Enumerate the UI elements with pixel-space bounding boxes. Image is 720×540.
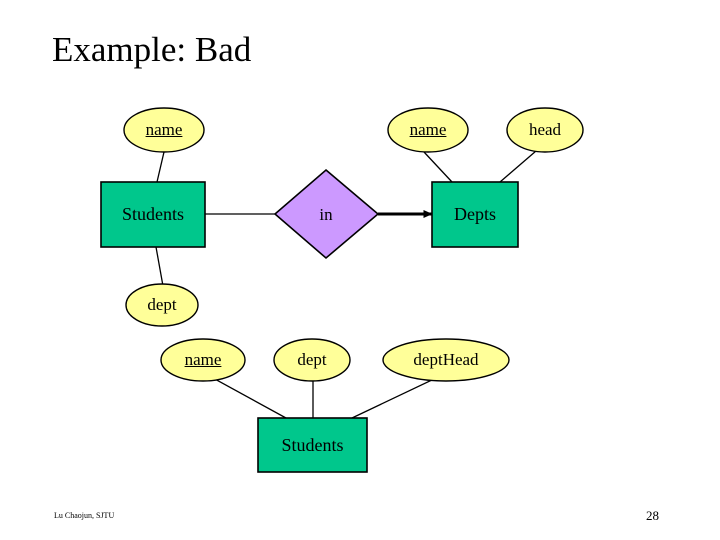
edge-bottom-name-to-students [212,377,287,419]
entity-depts[interactable] [431,181,519,248]
attribute-depts-head[interactable] [506,107,584,153]
entity-students-bottom[interactable] [257,417,368,473]
relationship-in[interactable] [273,168,380,260]
edge-group [155,150,537,419]
edge-students-to-dept [155,246,164,287]
footer-page-number: 28 [646,508,659,523]
attribute-students-dept[interactable] [125,283,199,327]
edge-bottom-depthead-to-students [351,378,435,419]
page-title: Example: Bad [52,30,252,69]
attribute-bottom-depthead[interactable] [382,338,510,382]
edge-depts-head-to-depts [499,150,537,183]
edge-students-name-to-students [156,151,165,183]
attribute-bottom-dept[interactable] [273,338,351,382]
attribute-bottom-name[interactable] [160,338,246,382]
entity-students-top[interactable] [100,181,206,248]
attribute-depts-name[interactable] [387,107,469,153]
edge-depts-name-to-depts [423,151,453,183]
footer-author: Lu Chaojun, SJTU [54,511,115,520]
attribute-students-name[interactable] [123,107,205,153]
